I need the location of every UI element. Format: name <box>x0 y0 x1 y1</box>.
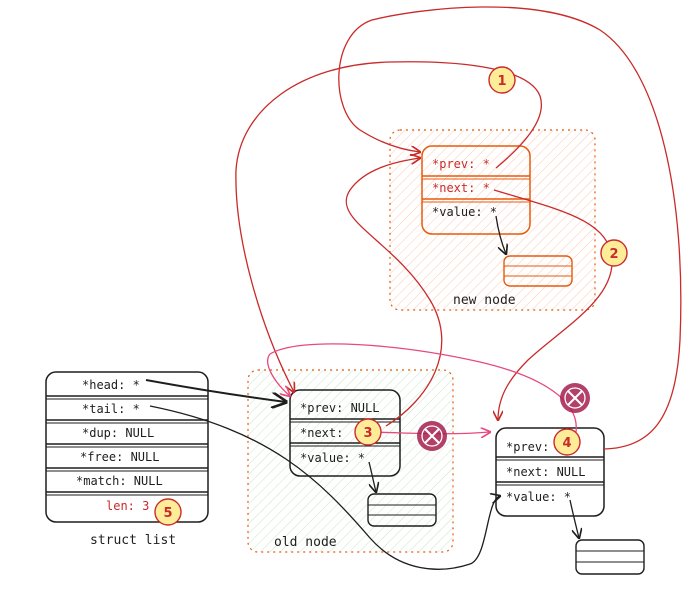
step-badge-1: 1 <box>488 66 516 94</box>
tail-prev-to-old-removed-arrow <box>267 343 577 433</box>
step-badge-4: 4 <box>553 428 581 456</box>
old-node-value-arrow <box>368 461 376 492</box>
svg-text:4: 4 <box>562 436 571 451</box>
svg-text:2: 2 <box>609 247 618 262</box>
tail-node-value-field: *value: * <box>506 490 571 504</box>
step-badge-5: 5 <box>154 498 182 526</box>
old-node-group: *prev: NULL *next: *value: * old node <box>247 369 454 553</box>
old-node-value-field: *value: * <box>300 451 365 465</box>
new-node-box <box>421 145 531 235</box>
new-next-to-tail-node-arrow <box>494 189 613 420</box>
svg-text:5: 5 <box>163 506 172 521</box>
old-node-value-storage <box>367 493 437 527</box>
old-node-prev-field: *prev: NULL <box>300 401 379 415</box>
cross-icon <box>560 383 590 413</box>
struct-list-head-field: *head: * <box>82 378 140 392</box>
new-node-frame <box>389 129 596 311</box>
tail-to-tail-node-arrow <box>149 405 500 570</box>
svg-text:3: 3 <box>363 426 372 441</box>
tail-node-group: *prev: *next: NULL *value: * <box>495 427 645 575</box>
new-node-value-field: *value: * <box>432 205 497 219</box>
struct-list-group: *head: * *tail: * *dup: NULL *free: NULL… <box>45 371 209 548</box>
new-node-group: *prev: * *next: * *value: * new node <box>389 129 596 311</box>
tail-prev-to-new-node-arrow <box>338 6 682 450</box>
new-node-prev-field: *prev: * <box>432 157 490 171</box>
old-node-next-field: *next: <box>300 426 343 440</box>
new-node-next-field: *next: * <box>432 181 490 195</box>
struct-list-tail-field: *tail: * <box>82 402 140 416</box>
tail-node-value-arrow <box>569 499 579 538</box>
struct-list-match-field: *match: NULL <box>76 474 163 488</box>
cross-icon <box>417 421 447 451</box>
struct-list-dup-field: *dup: NULL <box>82 426 154 440</box>
new-node-value-arrow <box>495 215 506 254</box>
struct-list-len-field: len: 3 <box>106 499 149 513</box>
svg-text:1: 1 <box>497 74 506 89</box>
new-node-value-storage <box>503 255 573 287</box>
tail-node-box <box>495 427 605 517</box>
tail-node-next-field: *next: NULL <box>506 465 585 479</box>
struct-list-free-field: *free: NULL <box>80 450 159 464</box>
tail-node-prev-field: *prev: <box>506 440 549 454</box>
new-node-caption: new node <box>453 293 516 308</box>
new-prev-to-old-node-arrow <box>235 61 543 392</box>
old-next-to-new-node-arrow <box>345 158 443 427</box>
step-badge-2: 2 <box>600 239 628 267</box>
head-to-old-node-arrow <box>145 379 286 402</box>
struct-list-caption: struct list <box>90 533 176 548</box>
tail-node-value-storage <box>575 539 645 575</box>
old-node-caption: old node <box>274 535 337 550</box>
step-badge-3: 3 <box>354 418 382 446</box>
